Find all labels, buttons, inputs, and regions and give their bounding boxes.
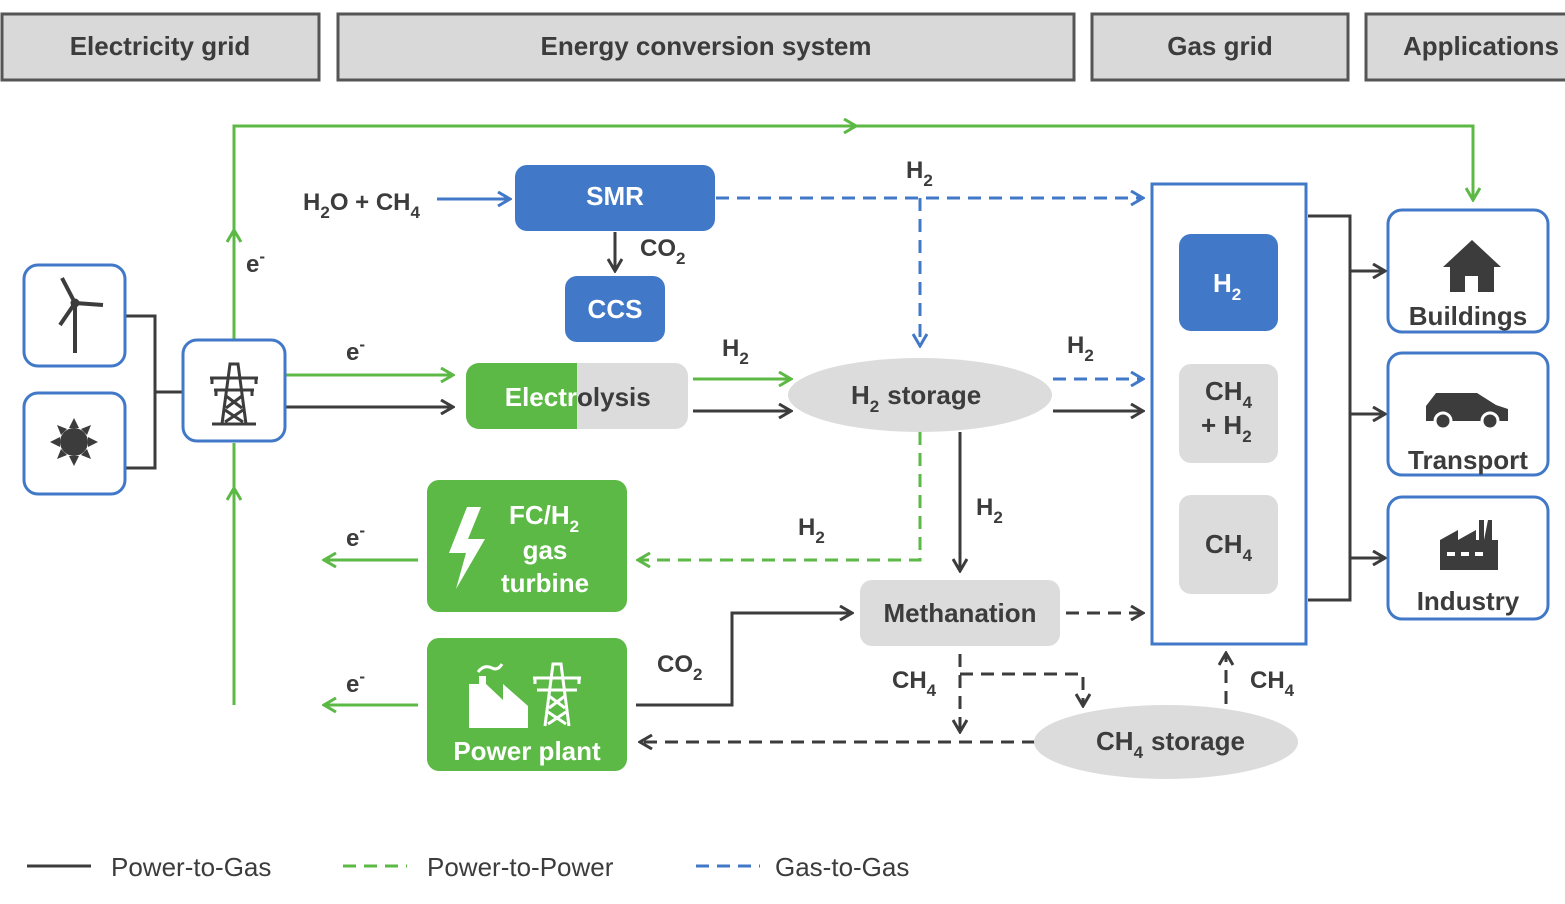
electrolysis-node: Electr olysis (466, 363, 688, 429)
input-h2o-ch4-label: H2O + CH4 (303, 189, 421, 222)
h2-electrolysis-label: H2 (722, 335, 749, 368)
flow-labels: H2O + CH4 CO2 H2 H2 H2 H2 H2 CO2 CH4 CH4 (246, 157, 1295, 700)
ch4-storage-up-label: CH4 (1250, 667, 1295, 700)
legend: Power-to-Gas Power-to-Power Gas-to-Gas (27, 852, 909, 882)
app-industry: Industry (1386, 495, 1550, 621)
grid-ch4-box: CH4 (1179, 495, 1278, 594)
ch4-storage-label: storage (1151, 726, 1245, 756)
svg-text:CH4: CH4 (1205, 376, 1253, 412)
co2-ccs-label: CO2 (640, 235, 685, 268)
gas-grid-container: H2 CH4 + H2 CH4 (1150, 182, 1308, 646)
header-gas-grid: Gas grid (1090, 12, 1350, 82)
legend-power-to-gas: Power-to-Gas (27, 852, 271, 882)
buildings-label: Buildings (1409, 301, 1527, 331)
methanation-label: Methanation (883, 598, 1036, 628)
legend-power-to-power-label: Power-to-Power (427, 852, 614, 882)
transport-label: Transport (1408, 445, 1528, 475)
grid-pylon-box (181, 338, 287, 443)
sun-icon (50, 418, 98, 466)
blue-dashed-connectors (716, 198, 1143, 379)
h2-storage-out-label: H2 (1067, 332, 1094, 365)
header-applications-label: Applications (1403, 31, 1559, 61)
dark-dashed-connectors (640, 613, 1226, 742)
header-applications: Applications (1364, 12, 1565, 82)
e-label-fc: e- (346, 521, 365, 552)
power-plant-node: Power plant (427, 638, 627, 771)
legend-gas-to-gas: Gas-to-Gas (696, 852, 909, 882)
svg-text:H2: H2 (1213, 268, 1241, 304)
header-electricity-grid-label: Electricity grid (70, 31, 251, 61)
lightning-icon (449, 507, 485, 589)
ch4-storage-ch: CH (1096, 726, 1134, 756)
ccs-label: CCS (588, 294, 643, 324)
legend-gas-to-gas-label: Gas-to-Gas (775, 852, 909, 882)
solar-box (22, 391, 127, 496)
ch4-methanation-label: CH4 (892, 667, 937, 700)
h2-fc-label: H2 (798, 514, 825, 547)
grid-h2-box: H2 (1179, 234, 1278, 331)
e-label-electrolysis: e- (346, 335, 365, 366)
h2-methanation-label: H2 (976, 494, 1003, 527)
header-energy-conversion: Energy conversion system (336, 12, 1076, 82)
h2-storage-h: H (851, 380, 870, 410)
svg-text:FC/H2: FC/H2 (509, 500, 579, 536)
app-buildings: Buildings (1386, 208, 1550, 334)
fc-line1: FC/H (509, 500, 570, 530)
grid-ch4-h2-box: CH4 + H2 (1179, 364, 1278, 463)
h2-to-fc-dashed (638, 432, 922, 560)
dark-connectors (125, 199, 1385, 707)
wind-turbine-icon (58, 277, 104, 353)
electrolysis-label-b: olysis (577, 382, 651, 412)
power-plant-label: Power plant (453, 736, 601, 766)
factory-icon (469, 663, 528, 728)
legend-power-to-gas-label: Power-to-Gas (111, 852, 271, 882)
electrolysis-label-a: Electr (505, 382, 577, 412)
fc-line2: gas (523, 535, 568, 565)
svg-text:CH4: CH4 (1205, 529, 1253, 565)
e-label-plant: e- (346, 667, 365, 698)
h2-smr-label: H2 (906, 157, 933, 190)
pylon-icon-plant (533, 662, 581, 727)
industry-icon (1440, 520, 1498, 570)
header-electricity-grid: Electricity grid (0, 12, 321, 82)
methanation-node: Methanation (860, 580, 1060, 646)
wind-turbine-box (22, 263, 127, 368)
svg-text:+ H2: + H2 (1201, 410, 1252, 446)
header-energy-conversion-label: Energy conversion system (541, 31, 872, 61)
co2-plant-label: CO2 (657, 651, 702, 684)
car-icon (1426, 393, 1508, 431)
smr-node: SMR (515, 165, 715, 231)
fc-gas-turbine-node: FC/H2 gas turbine (427, 480, 627, 612)
header-gas-grid-label: Gas grid (1167, 31, 1272, 61)
app-transport: Transport (1386, 351, 1550, 477)
legend-power-to-power: Power-to-Power (343, 852, 614, 882)
industry-label: Industry (1417, 586, 1520, 616)
house-icon (1443, 240, 1501, 292)
green-connectors (234, 126, 1473, 705)
e-label-up: e- (246, 247, 265, 278)
fc-line3: turbine (501, 568, 589, 598)
h2-storage-label: storage (887, 380, 981, 410)
smr-label: SMR (586, 181, 644, 211)
ccs-node: CCS (565, 276, 665, 342)
pylon-icon (210, 362, 258, 426)
